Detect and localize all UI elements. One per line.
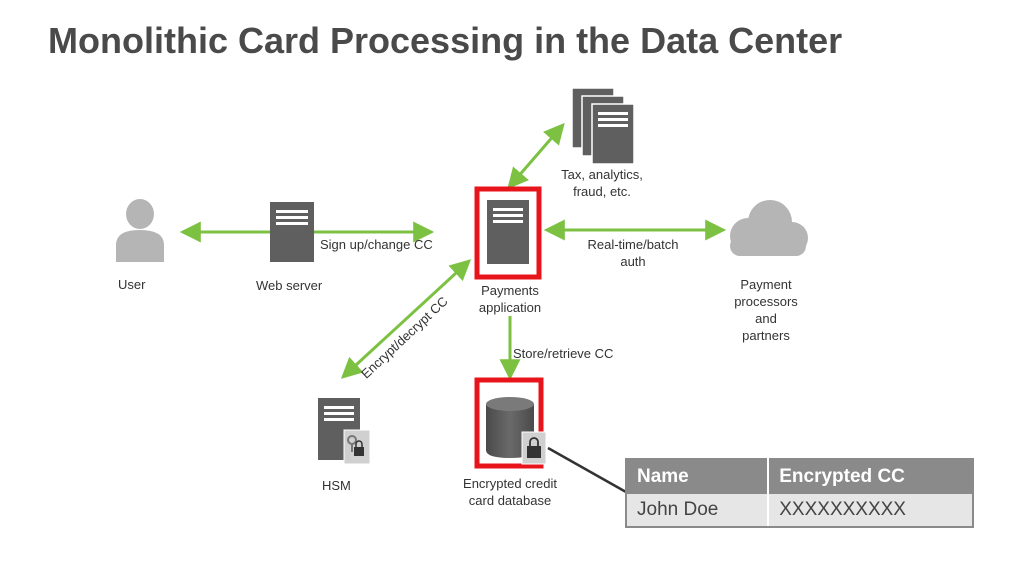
label-signup: Sign up/change CC (320, 237, 433, 252)
hsm-icon (318, 398, 371, 465)
label-tax: Tax, analytics,fraud, etc. (561, 167, 643, 199)
arrow-app-hsm (340, 259, 472, 379)
table-row: John Doe XXXXXXXXXX (626, 494, 973, 528)
cloud-icon (730, 200, 808, 256)
arrow-app-tax (507, 122, 565, 190)
table-header-name: Name (626, 459, 770, 494)
database-icon (474, 377, 547, 469)
payments-app-icon (474, 186, 542, 280)
db-table-connector (547, 446, 627, 494)
encrypted-cc-table: Name Encrypted CC John Doe XXXXXXXXXX (625, 458, 974, 528)
label-web-server: Web server (256, 278, 323, 293)
tax-servers-icon (571, 87, 635, 165)
table-header-encrypted-cc: Encrypted CC (768, 459, 973, 494)
table-header-row: Name Encrypted CC (626, 459, 973, 494)
slide-title: Monolithic Card Processing in the Data C… (48, 20, 843, 61)
user-icon (116, 199, 164, 262)
table-cell-name: John Doe (626, 494, 770, 528)
web-server-icon (270, 202, 314, 262)
table-cell-encrypted-cc: XXXXXXXXXX (768, 494, 973, 528)
label-user: User (118, 277, 146, 292)
label-hsm: HSM (322, 478, 351, 493)
label-store: Store/retrieve CC (513, 346, 614, 361)
